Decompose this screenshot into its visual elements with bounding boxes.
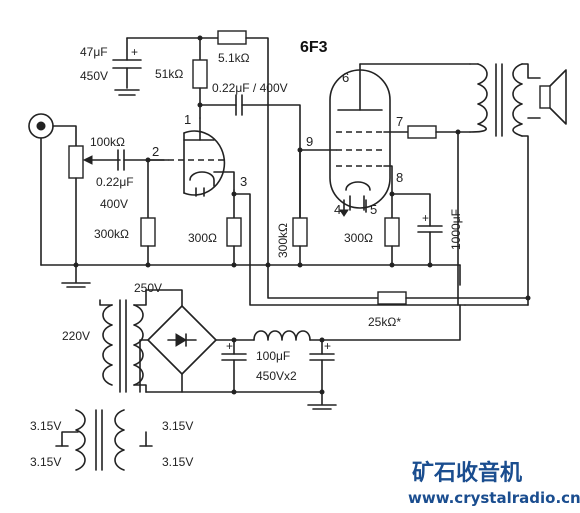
watermark-url: www.crystalradio.cn (408, 489, 580, 507)
label-heater-r2: 3.15V (162, 455, 193, 469)
labels: 6F3 47μF 450V 51kΩ 5.1kΩ 0.22μF / 400V 1… (30, 39, 463, 469)
label-c-bypass: 1000μF (449, 209, 463, 250)
pin-8: 8 (396, 170, 403, 185)
pin-5: 5 (370, 202, 377, 217)
resistor-cathode1 (226, 217, 242, 247)
svg-text:+: + (131, 45, 138, 59)
label-c-input: 0.22μF (96, 175, 134, 189)
label-heater-l1: 3.15V (30, 419, 61, 433)
potentiometer-100k (68, 145, 84, 179)
input-section (28, 113, 165, 288)
triode-stage (140, 94, 466, 306)
pentode-stage: + (292, 63, 471, 306)
resistor-grid2 (292, 217, 308, 247)
label-c-input-v: 400V (100, 197, 128, 211)
pin-7: 7 (396, 114, 403, 129)
svg-text:+: + (324, 339, 331, 353)
pin-1: 1 (184, 112, 191, 127)
label-r-cathode1: 300Ω (188, 231, 217, 245)
watermark: 矿石收音机 www.crystalradio.cn (408, 460, 580, 507)
label-heater-l2: 3.15V (30, 455, 61, 469)
label-r-5k1: 5.1kΩ (218, 51, 250, 65)
resistor-cathode2 (384, 217, 400, 247)
top-filter-section: + (112, 30, 269, 266)
label-xfmr-secondary: 250V (134, 281, 162, 295)
heater-windings (55, 409, 153, 471)
label-c-filter-top: 47μF (80, 45, 108, 59)
feedback-section (267, 264, 531, 305)
label-c-filter-top-v: 450V (80, 69, 108, 83)
resistor-51k (192, 59, 208, 89)
label-r-cathode2: 300Ω (344, 231, 373, 245)
label-r-grid2: 300kΩ (276, 223, 290, 258)
resistor-feedback (377, 291, 407, 305)
pin-4: 4 (334, 202, 341, 217)
label-r-51k: 51kΩ (155, 67, 183, 81)
pin-2: 2 (152, 144, 159, 159)
tube-type-label: 6F3 (300, 39, 328, 56)
svg-text:+: + (226, 339, 233, 353)
label-xfmr-primary: 220V (62, 329, 90, 343)
speaker-icon (539, 85, 551, 109)
label-r-grid1: 300kΩ (94, 227, 129, 241)
pin-3: 3 (240, 174, 247, 189)
watermark-brand: 矿石收音机 (412, 460, 522, 486)
resistor-5k1 (217, 30, 247, 45)
pin-6: 6 (342, 70, 349, 85)
pin-9: 9 (306, 134, 313, 149)
label-r-feedback: 25kΩ* (368, 315, 401, 329)
heater-left-tap (61, 431, 79, 447)
label-c-filter-main: 100μF (256, 349, 290, 363)
main-filter-section: + + (181, 304, 461, 410)
resistor-grid1 (140, 217, 156, 247)
label-c-coupling: 0.22μF / 400V (212, 81, 288, 95)
label-r-volume: 100kΩ (90, 135, 125, 149)
resistor-screen (407, 125, 437, 139)
power-transformer (99, 289, 147, 393)
bridge-rectifier (139, 289, 235, 393)
label-c-filter-main-v: 450Vx2 (256, 369, 297, 383)
label-heater-r1: 3.15V (162, 419, 193, 433)
output-stage (464, 63, 567, 306)
svg-text:+: + (422, 211, 429, 225)
